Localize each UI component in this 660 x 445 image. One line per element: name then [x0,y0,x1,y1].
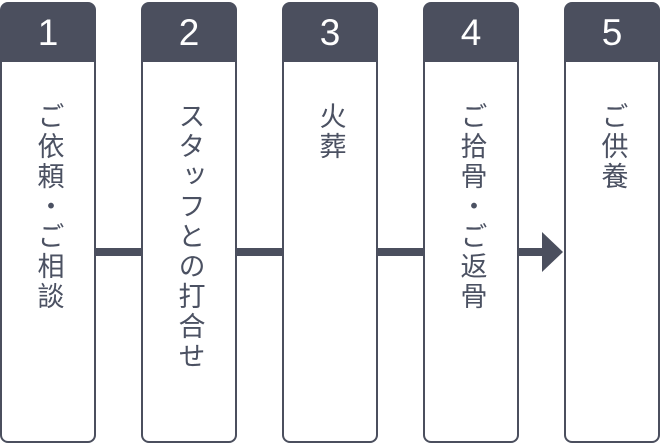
step-1-label: ご依頼・ご相談 [33,102,64,312]
step-card-4: 4 ご拾骨・ご返骨 [423,2,519,443]
step-5-header: 5 [564,2,660,62]
connector-line-2-3 [237,248,282,256]
step-1-body: ご依頼・ご相談 [0,62,96,443]
step-card-2: 2 スタッフとの打合せ [141,2,237,443]
step-card-1: 1 ご依頼・ご相談 [0,2,96,443]
step-2-label: スタッフとの打合せ [174,102,205,372]
step-2-header: 2 [141,2,237,62]
step-3-number: 3 [319,11,341,53]
step-4-label: ご拾骨・ご返骨 [456,102,487,312]
step-card-5: 5 ご供養 [564,2,660,443]
step-3-label: 火葬 [315,102,346,162]
step-3-header: 3 [282,2,378,62]
step-5-body: ご供養 [564,62,660,443]
step-3-body: 火葬 [282,62,378,443]
connector-line-1-2 [96,248,141,256]
step-1-header: 1 [0,2,96,62]
arrow-right-icon [519,230,563,274]
step-2-body: スタッフとの打合せ [141,62,237,443]
step-4-header: 4 [423,2,519,62]
step-5-number: 5 [601,11,623,53]
step-4-number: 4 [460,11,482,53]
step-4-body: ご拾骨・ご返骨 [423,62,519,443]
step-card-3: 3 火葬 [282,2,378,443]
step-5-label: ご供養 [597,102,628,192]
step-2-number: 2 [178,11,200,53]
connector-line-3-4 [378,248,423,256]
step-1-number: 1 [37,11,59,53]
